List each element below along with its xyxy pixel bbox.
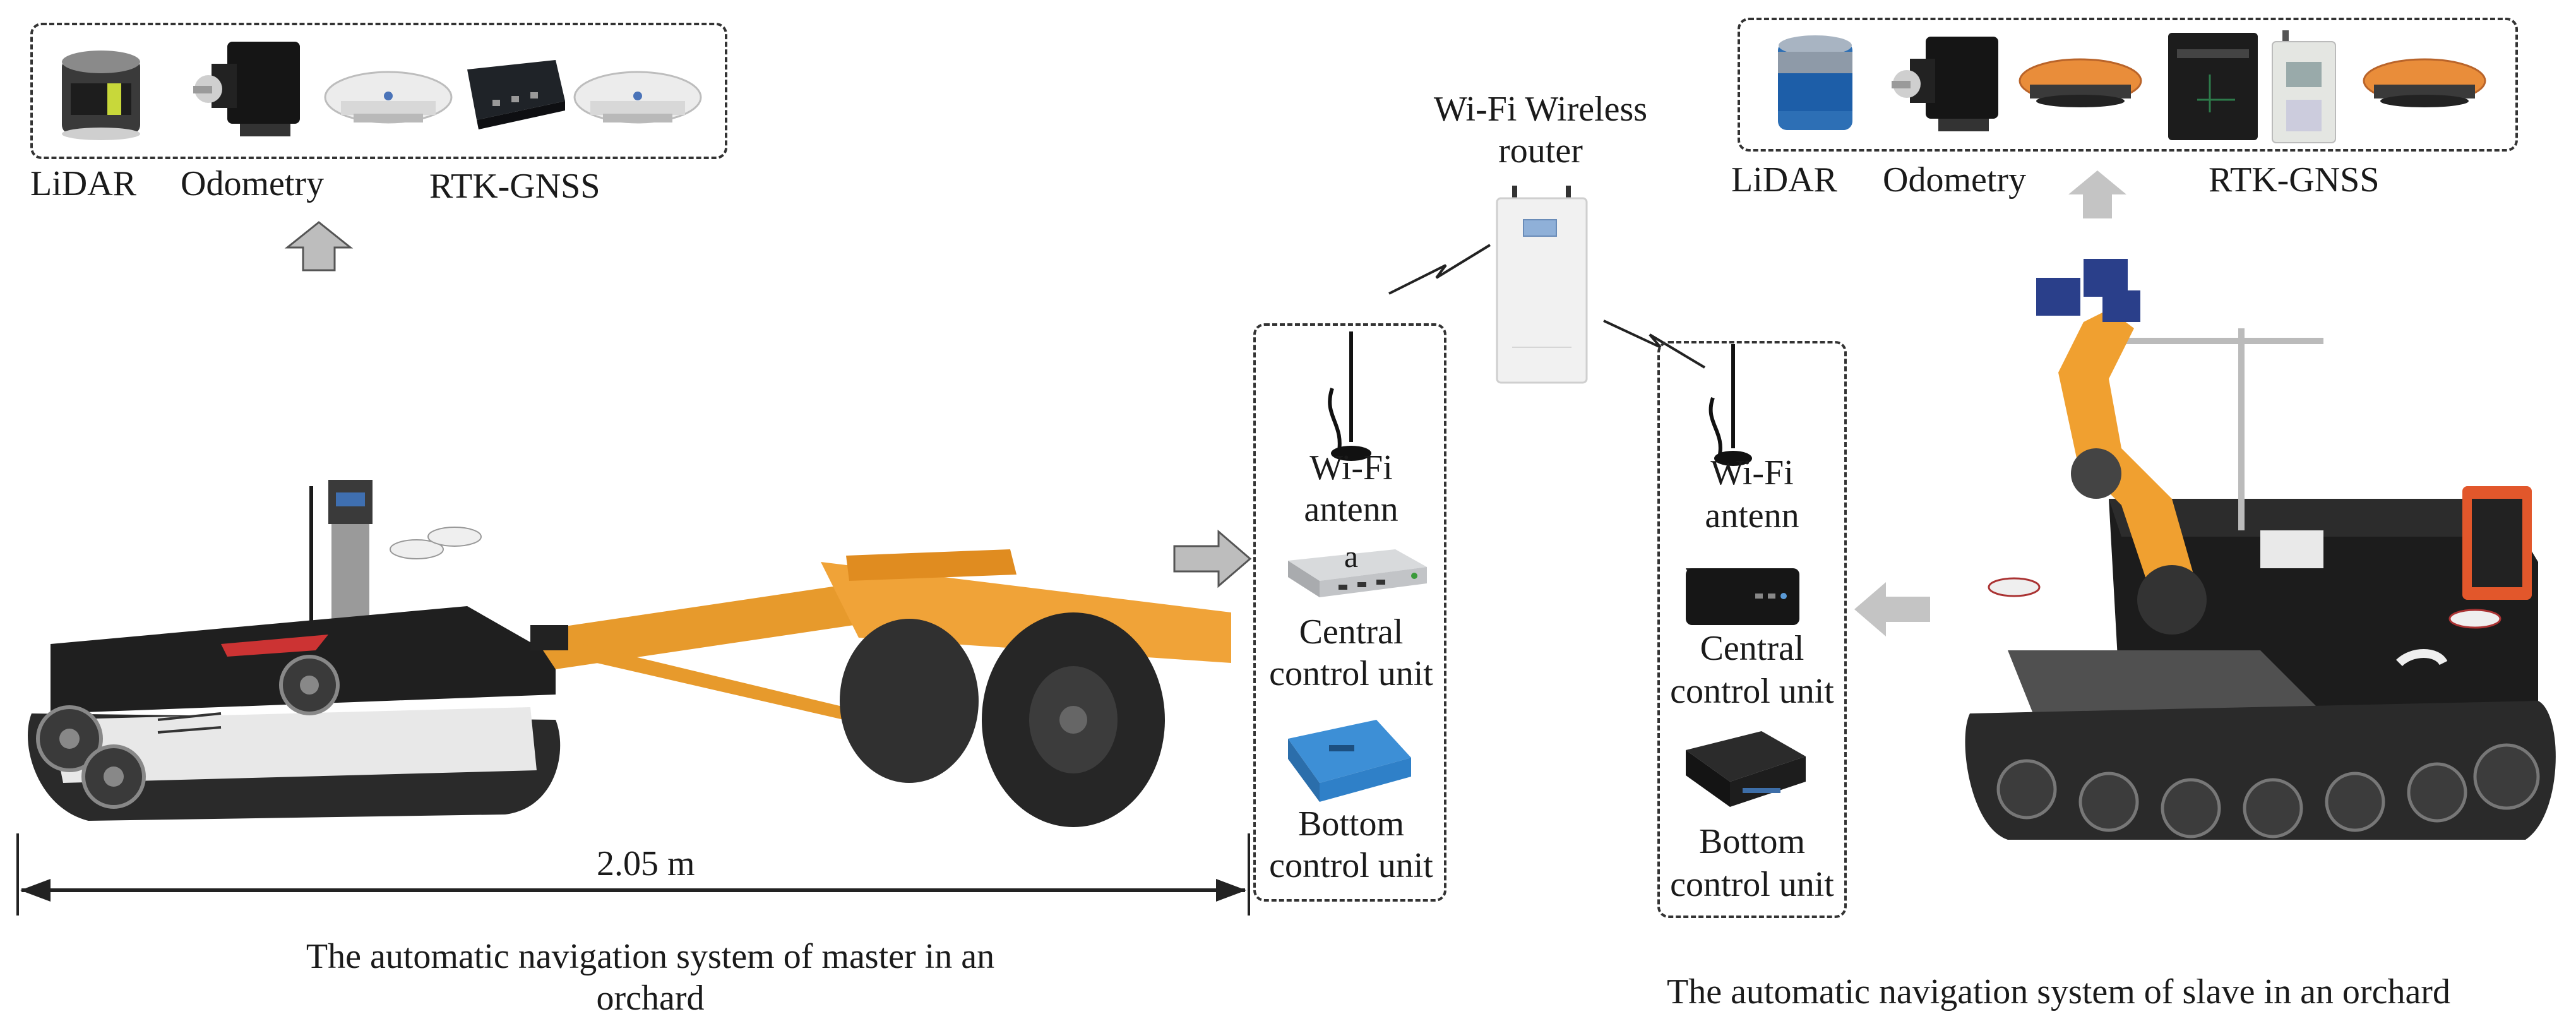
master-central-label-1: Central [1299,612,1404,652]
slave-bottom-label-1: Bottom [1698,822,1806,861]
master-wifi-antenna-label-3: a [1344,539,1359,574]
right-arrow-icon [1173,529,1252,588]
master-rtk-gnss-label: RTK-GNSS [429,167,600,206]
router-title-line-2: router [1498,131,1583,170]
controller-board-icon [1288,720,1411,802]
master-caption-line-2: orchard [596,979,705,1018]
slave-central-label-2: control unit [1670,672,1834,711]
rtk-receiver-icon [2168,33,2258,140]
rtk-receiver-icon [467,60,565,129]
wifi-antenna-icon [1708,344,1752,466]
master-control-group [1253,323,1446,902]
lidar-icon [62,51,140,140]
master-lidar-label: LiDAR [30,164,136,203]
left-arrow-icon [1854,582,1930,636]
mini-pc-icon [1686,568,1799,625]
trailer-illustration [530,549,1231,827]
slave-central-label-1: Central [1700,629,1804,668]
wifi-antenna-icon [1328,331,1371,461]
up-arrow-icon [2068,170,2126,218]
router-title-line-1: Wi-Fi Wireless [1433,90,1648,129]
master-bottom-label-2: control unit [1269,846,1433,885]
gnss-antenna-icon [2363,58,2486,107]
gnss-antenna-icon [324,71,453,124]
gnss-antenna-icon [573,71,702,124]
lidar-icon [1778,35,1852,130]
slave-bottom-label-2: control unit [1670,865,1834,904]
slave-odometry-label: Odometry [1883,160,2027,200]
controller-board-icon [1686,731,1806,807]
dimension-label: 2.05 m [597,844,695,883]
wireless-signal-icon [1388,244,1491,295]
slave-caption: The automatic navigation system of slave… [1667,972,2450,1011]
slave-sensor-group [1738,18,2518,152]
master-wifi-antenna-label-2: antenn [1304,490,1398,529]
router-icon [1496,186,1588,384]
slave-lidar-label: LiDAR [1731,160,1837,200]
master-bottom-label-1: Bottom [1297,804,1405,844]
servo-motor-icon [193,42,300,136]
wireless-signal-icon [1603,319,1706,369]
master-sensor-group [30,23,727,159]
master-odometry-label: Odometry [181,164,325,203]
gnss-antenna-icon [2018,58,2142,107]
slave-robot-illustration [1965,259,2556,840]
master-wifi-antenna-label-1: Wi-Fi [1309,448,1393,487]
master-central-label-2: control unit [1269,654,1433,693]
slave-wifi-antenna-label-2: antenn [1705,496,1799,535]
up-arrow-icon [284,221,354,271]
rtk-receiver-icon [2272,30,2336,143]
slave-control-group [1657,341,1847,918]
master-robot-illustration [28,480,561,821]
slave-wifi-antenna-label-1: Wi-Fi [1710,453,1794,492]
slave-rtk-gnss-label: RTK-GNSS [2209,160,2380,200]
dimension-line [16,833,1250,916]
mini-pc-icon [1288,549,1427,597]
master-caption-line-1: The automatic navigation system of maste… [306,937,995,976]
servo-motor-icon [1892,37,1998,131]
